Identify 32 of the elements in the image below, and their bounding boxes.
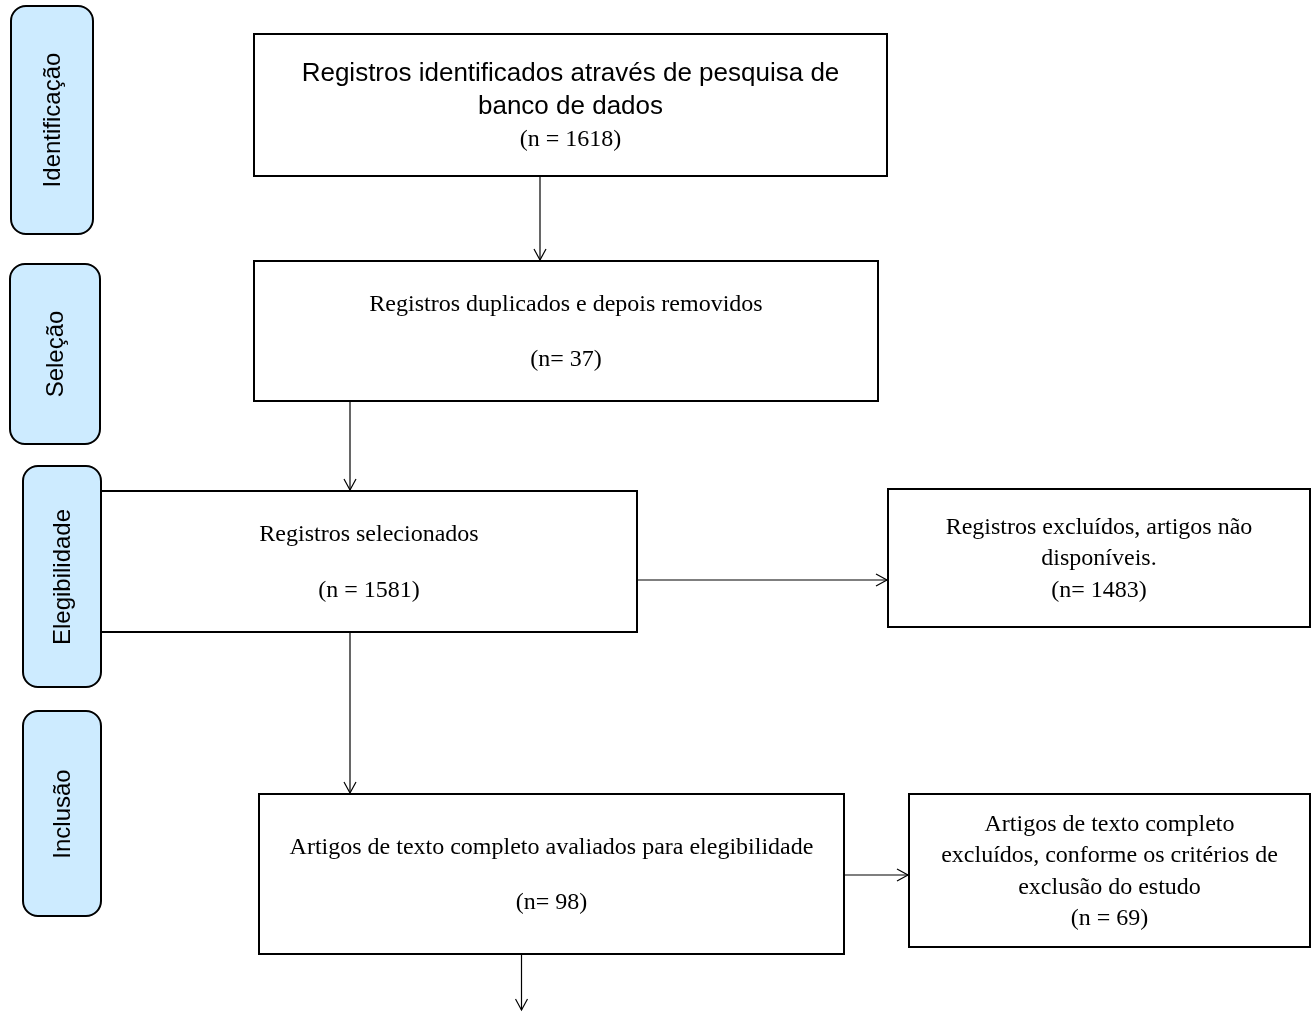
box-text: Artigos de texto completo avaliados para elegibilidade xyxy=(289,831,814,861)
box-text: Registros excluídos, artigos não disponíveis. xyxy=(944,512,1254,573)
count-text: (n= 37) xyxy=(530,344,602,373)
process-box xyxy=(100,490,638,633)
box-text: Artigos de texto completo excluídos, conforme os critérios de exclusão do estudo xyxy=(940,809,1279,901)
box-text: Registros duplicados e depois removidos xyxy=(369,288,763,318)
arrow xyxy=(533,176,547,261)
arrow xyxy=(343,401,357,491)
phase-label-box xyxy=(22,710,102,917)
phase-label: Elegibilidade xyxy=(47,508,76,645)
count-text: (n = 1581) xyxy=(318,574,420,604)
process-box xyxy=(253,260,879,402)
phase-label-box xyxy=(22,465,102,688)
box-text: Registros identificados através de pesquisa de banco de dados xyxy=(300,55,841,123)
process-box xyxy=(253,33,888,177)
arrow xyxy=(637,573,888,587)
process-box xyxy=(908,793,1311,948)
count-text: (n= 1483) xyxy=(1051,574,1147,604)
phase-label-box xyxy=(9,263,101,445)
arrow xyxy=(514,954,529,1011)
phase-label-box xyxy=(10,5,94,235)
count-text: (n = 69) xyxy=(1070,902,1149,932)
process-box xyxy=(887,488,1311,628)
box-text: Registros selecionados xyxy=(259,519,479,549)
phase-label: Seleção xyxy=(40,310,69,398)
count-text: (n= 98) xyxy=(515,887,588,916)
phase-label: Inclusão xyxy=(47,768,76,859)
process-box xyxy=(258,793,845,955)
arrow xyxy=(844,868,909,882)
count-text: (n = 1618) xyxy=(519,124,622,154)
phase-label: Identificação xyxy=(37,52,66,188)
arrow xyxy=(343,632,357,794)
